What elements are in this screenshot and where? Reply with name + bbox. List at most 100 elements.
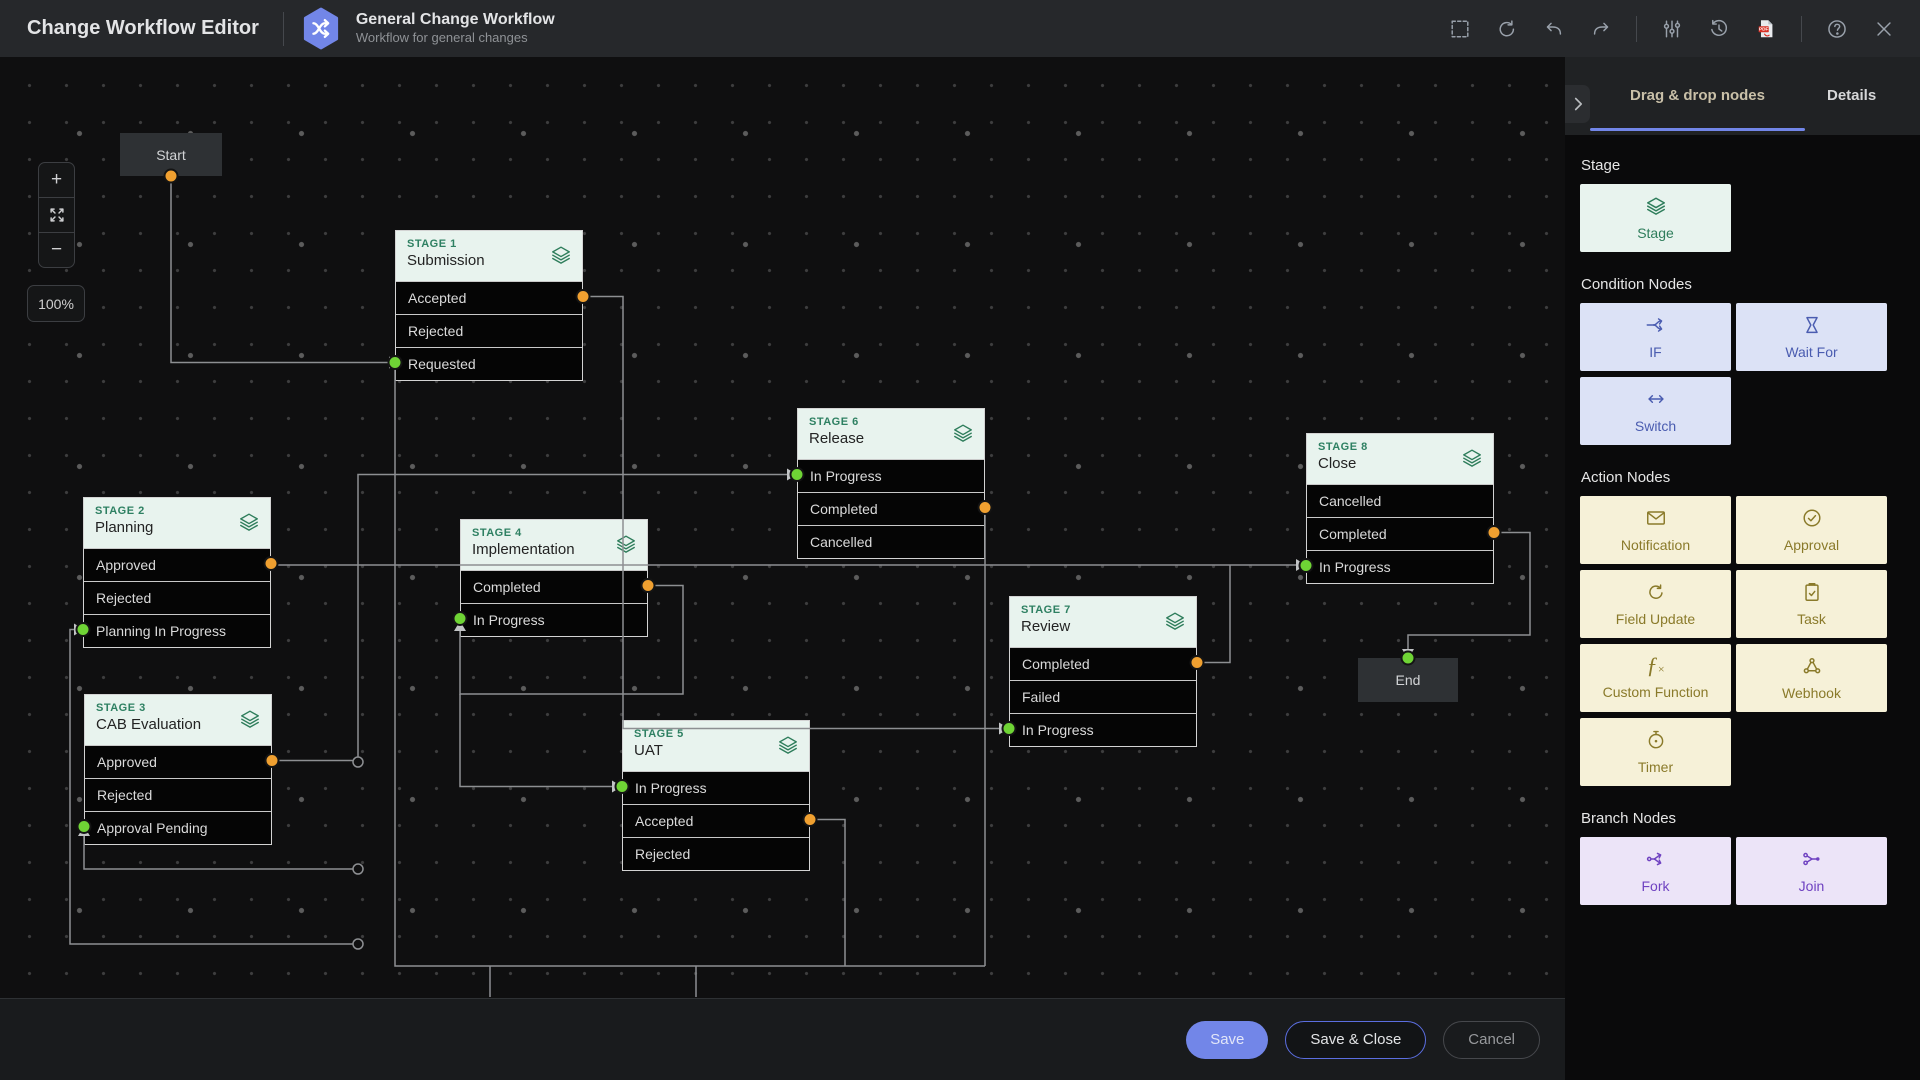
tile-label: Notification xyxy=(1620,537,1691,553)
node-tile-approval[interactable]: Approval xyxy=(1736,496,1887,564)
tab-details[interactable]: Details xyxy=(1827,87,1877,104)
collapse-panel-button[interactable] xyxy=(1565,85,1590,123)
header-bar: Change Workflow Editor General Change Wo… xyxy=(0,0,1920,57)
tile-label: Timer xyxy=(1637,759,1674,775)
stage-row[interactable]: Approved xyxy=(85,745,271,778)
if-branch-icon xyxy=(1645,314,1667,339)
stage-row[interactable]: Completed xyxy=(798,492,984,525)
node-tile-if[interactable]: IF xyxy=(1580,303,1731,371)
stage-name: Submission xyxy=(407,252,485,269)
node-tile-fork[interactable]: Fork xyxy=(1580,837,1731,905)
stage-row[interactable]: Planning In Progress xyxy=(84,614,270,647)
help-icon[interactable] xyxy=(1825,17,1849,41)
redo-icon[interactable] xyxy=(1589,17,1613,41)
tile-label: Wait For xyxy=(1785,344,1838,360)
tab-drag-drop-nodes[interactable]: Drag & drop nodes xyxy=(1629,87,1765,104)
stage-row[interactable]: Rejected xyxy=(623,837,809,870)
stage-row[interactable]: Cancelled xyxy=(798,525,984,558)
switch-arrows-icon xyxy=(1645,388,1667,413)
stage-row[interactable]: In Progress xyxy=(623,771,809,804)
end-node-label: End xyxy=(1395,672,1421,688)
close-icon[interactable] xyxy=(1872,17,1896,41)
layers-icon xyxy=(1461,447,1483,474)
layers-icon xyxy=(239,708,261,735)
refresh-icon[interactable] xyxy=(1495,17,1519,41)
node-tile-timer[interactable]: Timer xyxy=(1580,718,1731,786)
layers-icon xyxy=(238,511,260,538)
stage-row[interactable]: Failed xyxy=(1010,680,1196,713)
stage-row[interactable]: Rejected xyxy=(85,778,271,811)
zoom-level-badge[interactable]: 100% xyxy=(27,285,85,322)
tile-label: Field Update xyxy=(1615,611,1696,627)
stage-row[interactable]: Completed xyxy=(461,570,647,603)
check-circle-icon xyxy=(1801,507,1823,532)
clipboard-check-icon xyxy=(1801,581,1823,606)
stage-row[interactable]: In Progress xyxy=(798,459,984,492)
stopwatch-icon xyxy=(1645,729,1667,754)
history-icon[interactable] xyxy=(1707,17,1731,41)
tile-label: Fork xyxy=(1641,878,1670,894)
save-button[interactable]: Save xyxy=(1186,1020,1269,1059)
stage-row[interactable]: Requested xyxy=(396,347,582,380)
stage-row[interactable]: Approved xyxy=(84,548,270,581)
tile-label: Approval xyxy=(1783,537,1840,553)
stage-number: STAGE 3 xyxy=(96,702,146,714)
workflow-type-icon xyxy=(302,7,340,50)
stage-row[interactable]: Rejected xyxy=(84,581,270,614)
node-tile-field-update[interactable]: Field Update xyxy=(1580,570,1731,638)
stage-row[interactable]: Completed xyxy=(1010,647,1196,680)
stage-row[interactable]: Approval Pending xyxy=(85,811,271,844)
stage-row[interactable]: Accepted xyxy=(396,281,582,314)
stage-row[interactable]: In Progress xyxy=(1307,550,1493,583)
stage-row[interactable]: In Progress xyxy=(1010,713,1196,746)
section-title: Action Nodes xyxy=(1581,469,1671,486)
node-tile-wait-for[interactable]: Wait For xyxy=(1736,303,1887,371)
node-tile-join[interactable]: Join xyxy=(1736,837,1887,905)
toolbar-divider xyxy=(1636,15,1637,42)
export-pdf-icon[interactable]: PDF xyxy=(1754,17,1778,41)
stage-row[interactable]: Rejected xyxy=(396,314,582,347)
app-title: Change Workflow Editor xyxy=(27,17,259,39)
stage-row[interactable]: In Progress xyxy=(461,603,647,636)
marquee-select-icon[interactable] xyxy=(1448,17,1472,41)
end-node[interactable]: End xyxy=(1358,658,1458,702)
node-tile-custom-function[interactable]: ƒ×Custom Function xyxy=(1580,644,1731,712)
node-tile-webhook[interactable]: Webhook xyxy=(1736,644,1887,712)
node-tile-task[interactable]: Task xyxy=(1736,570,1887,638)
tile-label: Stage xyxy=(1637,225,1674,241)
stage-name: Close xyxy=(1318,455,1357,472)
fit-screen-button[interactable] xyxy=(39,197,74,232)
cancel-button[interactable]: Cancel xyxy=(1443,1020,1540,1059)
layers-icon xyxy=(1164,610,1186,637)
save-close-button[interactable]: Save & Close xyxy=(1285,1020,1427,1059)
start-node-label: Start xyxy=(156,146,186,163)
header-divider xyxy=(282,11,284,46)
sliders-icon[interactable] xyxy=(1660,17,1684,41)
stage-row[interactable]: Accepted xyxy=(623,804,809,837)
node-tile-switch[interactable]: Switch xyxy=(1580,377,1731,445)
node-tile-notification[interactable]: Notification xyxy=(1580,496,1731,564)
start-node[interactable]: Start xyxy=(120,133,222,176)
stage-row[interactable]: Completed xyxy=(1307,517,1493,550)
node-tile-stage[interactable]: Stage xyxy=(1580,184,1731,252)
undo-icon[interactable] xyxy=(1542,17,1566,41)
zoom-in-button[interactable]: + xyxy=(50,169,63,190)
stage-row[interactable]: Cancelled xyxy=(1307,484,1493,517)
tile-grid: Stage xyxy=(1580,184,1905,252)
zoom-out-button[interactable]: − xyxy=(39,232,74,267)
